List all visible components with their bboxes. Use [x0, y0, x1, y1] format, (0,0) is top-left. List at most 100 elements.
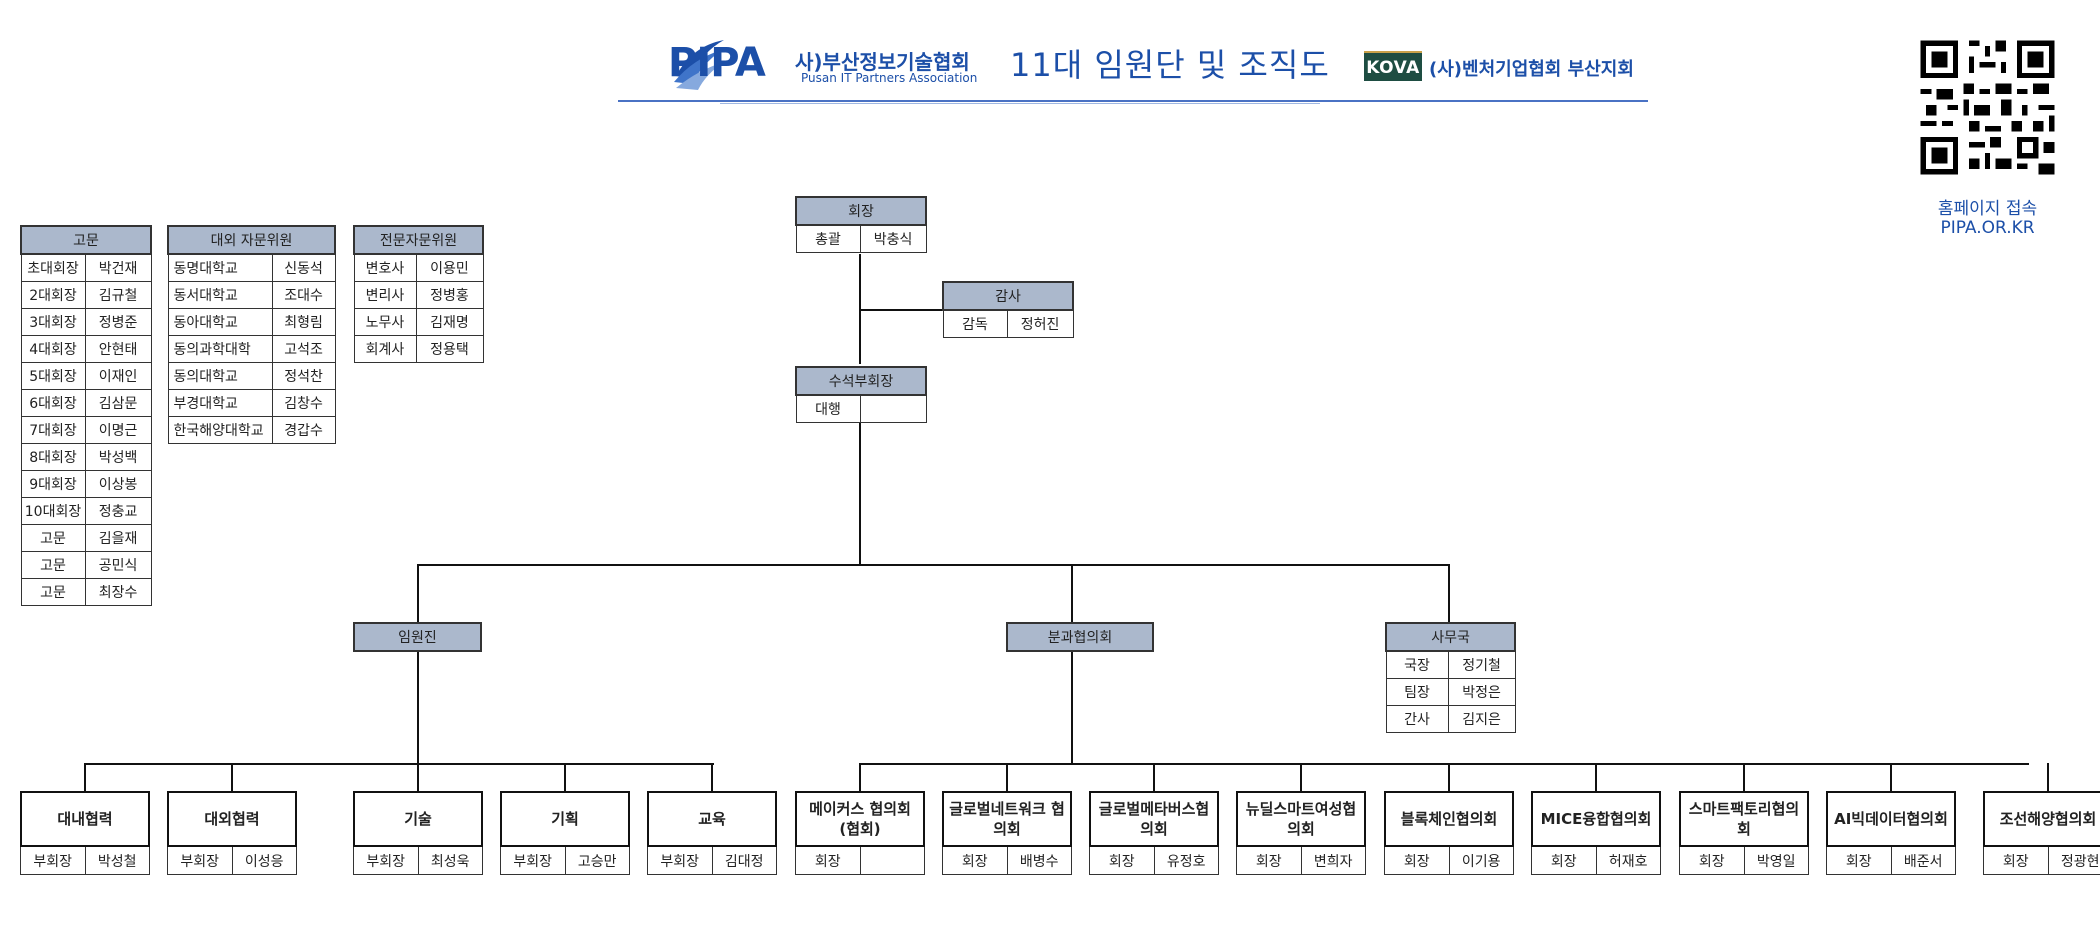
- advisor-label: 고문: [20, 578, 86, 606]
- council-unit-person: 허재호: [1608, 853, 1648, 870]
- secretariat-member-name: 박정은: [1447, 678, 1516, 706]
- qr-code-icon[interactable]: [1910, 30, 2065, 185]
- council-unit-name: AI빅데이터협의회: [1826, 791, 1956, 847]
- council-unit-lead: 회장: [795, 847, 925, 875]
- council-unit-connector: [1006, 763, 1008, 792]
- auditor-title: 감사: [941, 281, 1075, 311]
- external-advisor-name: 신동석: [271, 253, 336, 282]
- auditor-role: 감독: [942, 309, 1008, 338]
- org-english-name: Pusan IT Partners Association: [801, 71, 978, 85]
- exec-unit-connector: [84, 763, 86, 792]
- org-korean-name: 사)부산정보기술협회: [795, 50, 970, 74]
- advisor-name: 정충교: [84, 497, 152, 525]
- advisor-label: 4대회장: [20, 335, 86, 363]
- advisor-label: 10대회장: [20, 497, 86, 525]
- secretariat-member-label: 간사: [1385, 705, 1449, 733]
- advisor-label: 초대회장: [20, 253, 86, 282]
- expert-advisor-name: 정병홍: [415, 281, 484, 309]
- council-unit-person: [861, 847, 925, 874]
- advisor-name: 공민식: [84, 551, 152, 579]
- secretariat-member-name: 정기철: [1447, 650, 1516, 679]
- council-unit-name: 스마트팩토리협의회: [1679, 791, 1809, 847]
- advisor-name: 이상봉: [84, 470, 152, 498]
- secretariat-member-label: 팀장: [1385, 678, 1449, 706]
- expert-advisor-label: 변리사: [353, 281, 417, 309]
- external-advisor-label: 동의과학대학: [167, 335, 273, 363]
- advisor-name: 박건재: [84, 253, 152, 282]
- council-unit-connector: [1743, 763, 1745, 792]
- external-advisor-label: 동의대학교: [167, 362, 273, 390]
- council-unit-role: 회장: [1385, 847, 1450, 874]
- exec-unit-person: 이성응: [244, 853, 284, 870]
- executives-title: 임원진: [353, 622, 482, 652]
- council-unit-role: 회장: [796, 847, 861, 874]
- secretariat-member-name: 김지은: [1447, 705, 1516, 733]
- line-bus-executives: [417, 564, 419, 622]
- council-unit-name: 조선해양협의회: [1983, 791, 2100, 847]
- exec-unit-name: 기획: [500, 791, 630, 847]
- line-top-bus: [417, 564, 1450, 566]
- senior-vp-role: 대행: [795, 394, 861, 423]
- advisor-name: 김규철: [84, 281, 152, 309]
- exec-unit-role: 부회장: [354, 847, 419, 874]
- exec-unit-name: 교육: [647, 791, 777, 847]
- council-unit-person: 변희자: [1313, 853, 1353, 870]
- advisor-label: 5대회장: [20, 362, 86, 390]
- president-title: 회장: [794, 196, 928, 226]
- exec-unit-name: 대외협력: [167, 791, 297, 847]
- external-advisor-label: 동서대학교: [167, 281, 273, 309]
- line-svp-down: [859, 422, 861, 565]
- exec-unit-role: 부회장: [648, 847, 713, 874]
- external-advisor-name: 고석조: [271, 335, 336, 363]
- line-bus-secretariat: [1448, 564, 1450, 622]
- pipa-logo-icon: [674, 40, 724, 90]
- external-advisor-label: 부경대학교: [167, 389, 273, 417]
- council-unit-connector: [1890, 763, 1892, 792]
- council-unit-connector: [2047, 763, 2049, 792]
- exec-unit-person: 박성철: [97, 853, 137, 870]
- advisor-label: 6대회장: [20, 389, 86, 417]
- councils-title: 분과협의회: [1006, 622, 1154, 652]
- qr-caption-url[interactable]: PIPA.OR.KR: [1940, 218, 2035, 238]
- exec-unit-connector: [711, 763, 713, 792]
- advisor-label: 고문: [20, 551, 86, 579]
- council-unit: 메이커스 협의회(협회)회장: [795, 791, 925, 875]
- secretariat-title: 사무국: [1384, 622, 1517, 652]
- advisor-name: 안현태: [84, 335, 152, 363]
- pipa-wordmark: PIPA: [668, 40, 766, 86]
- council-unit-connector: [1300, 763, 1302, 792]
- expert-advisory-header: 전문자문위원: [353, 225, 484, 255]
- council-unit-name: 글로벌네트워크 협의회: [942, 791, 1072, 847]
